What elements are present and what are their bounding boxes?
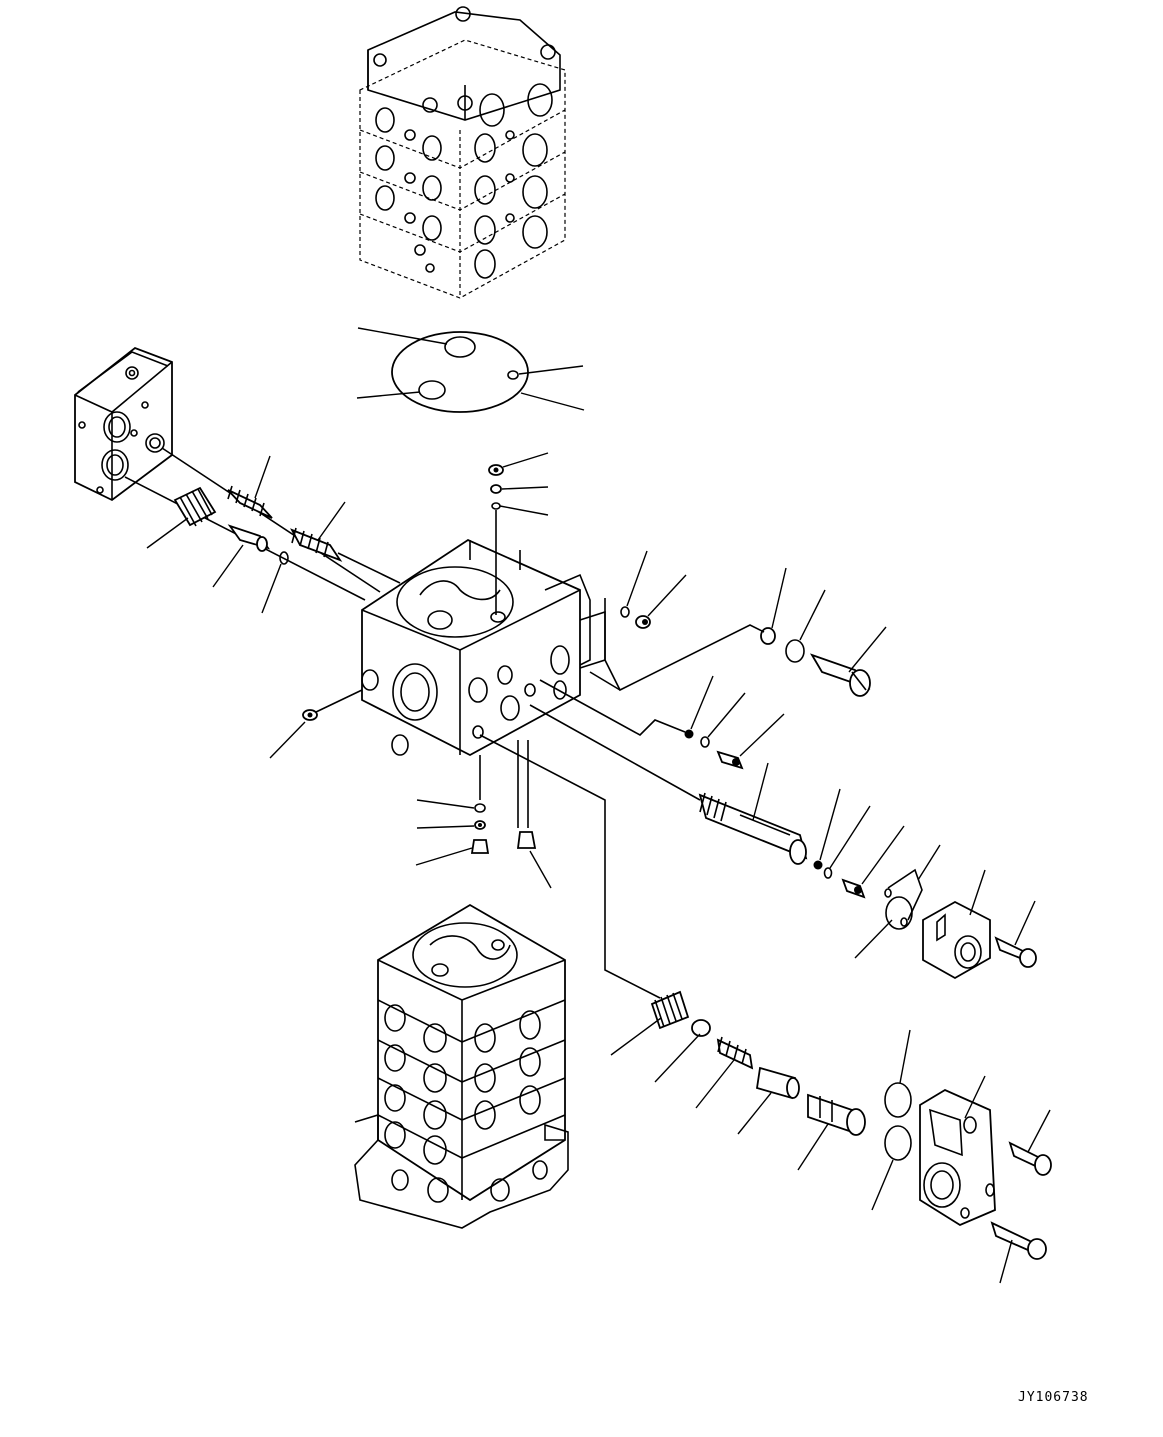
cap-bolt-upper	[994, 900, 1037, 968]
main-spool	[529, 704, 808, 865]
lower-o-ring-a	[884, 1029, 912, 1118]
cap-bolt-lower-b	[990, 1221, 1047, 1284]
lower-piston	[737, 1066, 800, 1135]
left-springs	[146, 455, 401, 614]
drawing-code-label: JY106738	[1018, 1390, 1089, 1405]
lower-valve-stack	[354, 903, 569, 1229]
check-valve-body	[290, 501, 401, 584]
lower-o-ring-b	[871, 1125, 912, 1211]
upper-valve-stack	[359, 6, 566, 299]
lower-sleeve	[797, 1093, 866, 1171]
spring-large	[146, 486, 217, 549]
left-end-cover	[74, 346, 381, 601]
gasket-plate	[356, 327, 585, 413]
lower-spring	[695, 1036, 754, 1109]
spool-cap-lower	[919, 1075, 996, 1227]
spool-cap-upper	[922, 869, 991, 980]
poppet-pin	[212, 524, 271, 588]
spool-end-parts	[813, 788, 941, 959]
lower-guide-line	[479, 734, 661, 999]
lower-spring-seat	[610, 990, 690, 1056]
right-middle-parts	[539, 675, 785, 770]
side-plug-left	[269, 689, 363, 759]
main-valve-block	[361, 538, 606, 757]
right-upper-parts	[589, 550, 887, 697]
o-ring-small-left	[261, 551, 289, 614]
bottom-plug-set	[415, 740, 552, 889]
cap-bolt-lower-a	[1008, 1109, 1052, 1176]
top-plug-set	[488, 452, 549, 615]
lower-parts-row	[610, 990, 912, 1211]
spring-small	[227, 455, 273, 519]
lower-collar	[654, 1019, 711, 1083]
